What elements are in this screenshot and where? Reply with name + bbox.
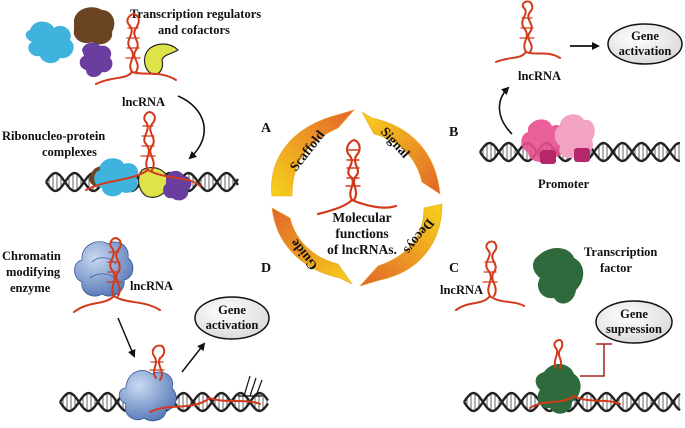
histone-mark-icon (238, 375, 263, 397)
signal-lncrna-label: lncRNA (518, 69, 561, 83)
tf-label-line1: Transcription (584, 245, 657, 259)
center-wheel: Scaffold Signal Decoys Guide Molecular f… (261, 109, 459, 287)
signal-panel: lncRNA Gene activation Promoter (479, 0, 683, 191)
cofactor-yellow-shape (143, 43, 179, 75)
scaffold-panel: Transcription regulators and cofactors l… (2, 7, 261, 201)
guide-bound-enzyme-icon (118, 370, 177, 422)
decoy-panel: Transcription factor lncRNA Gene supress… (440, 240, 681, 414)
suppression-gene-line2: supression (606, 322, 662, 336)
signal-gene-line2: activation (619, 44, 672, 58)
scaffold-curved-arrow (177, 95, 206, 160)
inhibition-line (580, 343, 612, 377)
decoy-lncrna-label: lncRNA (440, 283, 483, 297)
arc-signal (361, 111, 441, 195)
panel-label-b: B (449, 125, 458, 140)
cofactor-cyan-shape (25, 21, 74, 64)
guide-gene-line1: Gene (218, 303, 246, 317)
signal-gene-activation-oval (607, 23, 683, 65)
arc-decoys (359, 203, 443, 287)
panel-label-c: C (449, 261, 459, 276)
guide-bound-lncrna-icon (149, 344, 261, 413)
dna-strand-2 (463, 391, 681, 413)
promoter-label: Promoter (538, 177, 590, 191)
chromatin-enzyme-icon (74, 241, 134, 297)
cofactor-brown-shape (73, 7, 115, 45)
cofactor-purple-shape (79, 42, 113, 78)
regulators-label-line1: Transcription regulators (130, 7, 261, 21)
signal-lncrna-icon (495, 0, 561, 63)
guide-arrow-down (117, 317, 136, 358)
panel-label-a: A (261, 121, 272, 136)
rnp-label-line1: Ribonucleo-protein (2, 129, 105, 143)
guide-gene-activation-oval (194, 296, 270, 340)
guide-panel: Chromatin modifying enzyme lncRNA Gene a… (2, 236, 270, 422)
signal-curved-arrow (498, 86, 513, 135)
guide-lncrna-label: lncRNA (130, 279, 173, 293)
center-lncrna-icon (316, 138, 398, 216)
guide-gene-line2: activation (206, 318, 259, 332)
center-title-line3: of lncRNAs. (327, 242, 397, 257)
arc-scaffold (271, 109, 355, 197)
enzyme-label-line2: modifying (6, 265, 61, 279)
guide-lncrna-icon (73, 236, 161, 313)
rnp-label-line2: complexes (42, 145, 97, 159)
suppression-gene-line1: Gene (620, 307, 648, 321)
regulators-label-line2: and cofactors (158, 23, 230, 37)
decoy-bound-tf-shape (535, 363, 581, 414)
enzyme-label-line1: Chromatin (2, 249, 61, 263)
panel-label-d: D (261, 261, 271, 276)
gene-suppression-oval (595, 300, 673, 344)
rnp-complex-icon (89, 158, 192, 201)
scaffold-lncrna-icon (95, 12, 177, 85)
signal-gene-line1: Gene (631, 29, 659, 43)
scaffold-lncrna-label: lncRNA (122, 95, 165, 109)
enzyme-label-line3: enzyme (10, 281, 51, 295)
tf-label-line2: factor (600, 261, 632, 275)
decoy-lncrna-icon (455, 240, 525, 311)
center-title-line1: Molecular (332, 210, 391, 225)
promoter-complex-icon (521, 114, 595, 164)
transcription-factor-shape (533, 247, 584, 304)
arc-guide (271, 207, 353, 285)
guide-arrow-up (181, 342, 206, 373)
center-title-line2: functions (335, 226, 388, 241)
decoy-bound-lncrna-icon (529, 338, 621, 409)
rnp-lncrna-icon (85, 110, 201, 191)
